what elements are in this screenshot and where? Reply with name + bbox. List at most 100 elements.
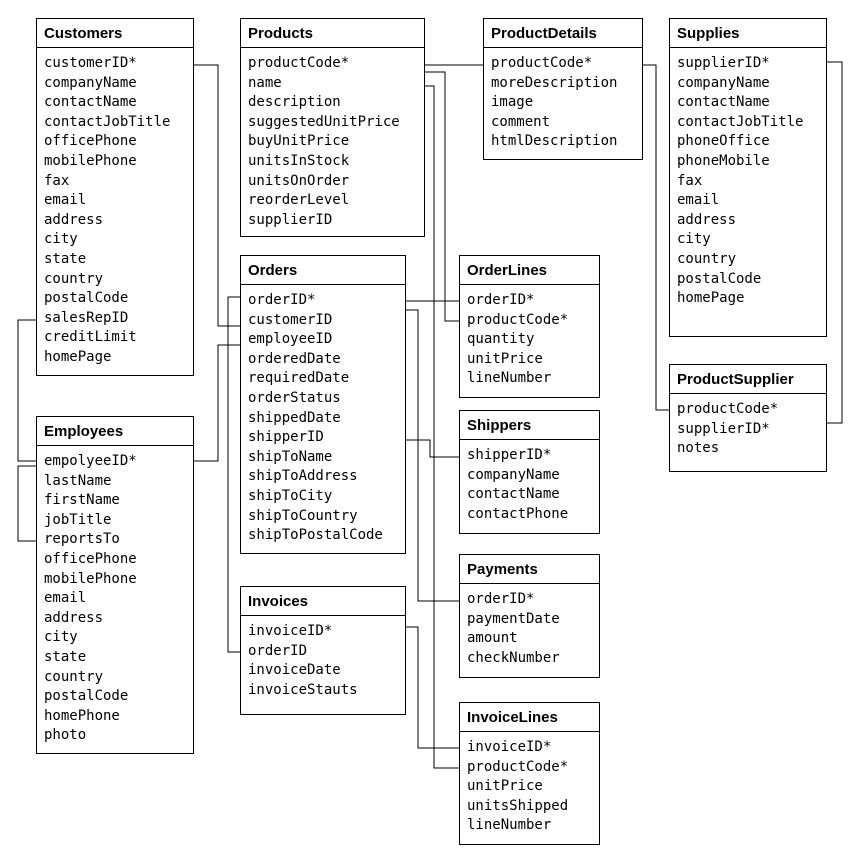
entity-title: Customers (37, 19, 193, 48)
entity-title: Employees (37, 417, 193, 446)
field-orderid: orderID* (467, 292, 535, 308)
field-homepage: homePage (677, 290, 745, 307)
field-postalcode: postalCode (677, 270, 762, 287)
field-homephone: homePhone (44, 707, 120, 724)
entity-title: OrderLines (460, 256, 599, 285)
field-city: city (44, 231, 78, 248)
link-productdetails-productsupplier (643, 64, 669, 411)
field-supplierid: supplierID* (677, 55, 770, 71)
entity-title: InvoiceLines (460, 703, 599, 732)
field-notes: notes (677, 440, 720, 457)
field-email: email (677, 192, 720, 209)
field-invoiceid: invoiceID* (467, 739, 552, 755)
field-orderid: orderID* (467, 591, 535, 607)
field-postalcode: postalCode (44, 290, 129, 307)
field-paymentdate: paymentDate (467, 610, 560, 627)
field-orderstatus: orderStatus (248, 389, 341, 406)
link-employees-orders (194, 344, 240, 462)
field-unitsonorder: unitsOnOrder (248, 172, 350, 189)
link-products-orderlines (425, 71, 459, 322)
field-fax: fax (677, 172, 703, 189)
field-state: state (44, 648, 87, 665)
field-image: image (491, 94, 534, 111)
field-email: email (44, 192, 87, 209)
field-name: name (248, 74, 282, 91)
link-employees-reportsto (17, 465, 36, 542)
field-fax: fax (44, 172, 70, 189)
field-buyunitprice: buyUnitPrice (248, 133, 350, 150)
field-list: shipperID* companyName contactName contactP… (460, 440, 599, 524)
field-list: empolyeeID* lastName firstName jobTitle repo… (37, 446, 193, 746)
link-orders-payments (406, 309, 459, 602)
field-unitsinstock: unitsInStock (248, 152, 350, 169)
field-list: customerID* companyName contactName contact… (37, 48, 193, 368)
field-contactname: contactName (467, 486, 560, 503)
field-contactname: contactName (44, 94, 137, 111)
field-productcode: productCode* (677, 401, 779, 417)
field-reportsto: reportsTo (44, 531, 120, 548)
field-companyname: companyName (44, 74, 137, 91)
entity-title: ProductSupplier (670, 365, 826, 394)
field-photo: photo (44, 727, 87, 744)
field-mobilephone: mobilePhone (44, 570, 137, 587)
field-homepage: homePage (44, 348, 112, 365)
entity-employees: Employees empolyeeID* lastName firstName job… (36, 416, 194, 754)
field-productcode: productCode* (467, 758, 569, 775)
entity-orderlines: OrderLines orderID* productCode* quantity un… (459, 255, 600, 398)
field-phoneoffice: phoneOffice (677, 133, 770, 150)
field-companyname: companyName (677, 74, 770, 91)
field-firstname: firstName (44, 492, 120, 509)
field-postalcode: postalCode (44, 688, 129, 705)
entity-title: Shippers (460, 411, 599, 440)
entity-title: ProductDetails (484, 19, 642, 48)
entity-title: Payments (460, 555, 599, 584)
entity-title: Products (241, 19, 424, 48)
field-salesrepid: salesRepID (44, 309, 129, 326)
field-address: address (677, 211, 737, 228)
link-orders-invoices (227, 296, 240, 653)
field-country: country (44, 668, 104, 685)
field-productcode: productCode* (491, 55, 593, 71)
field-shiptopostalcode: shipToPostalCode (248, 527, 383, 544)
field-contactphone: contactPhone (467, 505, 569, 522)
field-empolyeeid: empolyeeID* (44, 453, 137, 469)
field-creditlimit: creditLimit (44, 329, 137, 346)
field-state: state (44, 250, 87, 267)
field-mobilephone: mobilePhone (44, 152, 137, 169)
field-productcode: productCode* (467, 311, 569, 328)
field-shipperid: shipperID* (467, 447, 552, 463)
field-customerid: customerID (248, 311, 333, 328)
field-moredescription: moreDescription (491, 74, 618, 91)
link-products-invoicelines (425, 85, 459, 769)
field-employeeid: employeeID (248, 331, 333, 348)
field-shiptoaddress: shipToAddress (248, 468, 358, 485)
field-contactname: contactName (677, 94, 770, 111)
field-shipperid: shipperID (248, 429, 324, 446)
field-htmldescription: htmlDescription (491, 133, 618, 150)
field-orderid: orderID (248, 642, 308, 659)
field-jobtitle: jobTitle (44, 511, 112, 528)
field-lastname: lastName (44, 472, 112, 489)
field-address: address (44, 211, 104, 228)
field-shiptoname: shipToName (248, 448, 333, 465)
field-city: city (44, 629, 78, 646)
field-list: productCode*supplierID*notes (670, 394, 826, 459)
field-ordereddate: orderedDate (248, 350, 341, 367)
field-companyname: companyName (467, 466, 560, 483)
field-contactjobtitle: contactJobTitle (44, 113, 171, 130)
field-description: description (248, 94, 341, 111)
field-shippeddate: shippedDate (248, 409, 341, 426)
field-email: email (44, 590, 87, 607)
field-customerid: customerID* (44, 55, 137, 71)
field-quantity: quantity (467, 331, 535, 348)
field-unitprice: unitPrice (467, 350, 543, 367)
entity-title: Supplies (670, 19, 826, 48)
